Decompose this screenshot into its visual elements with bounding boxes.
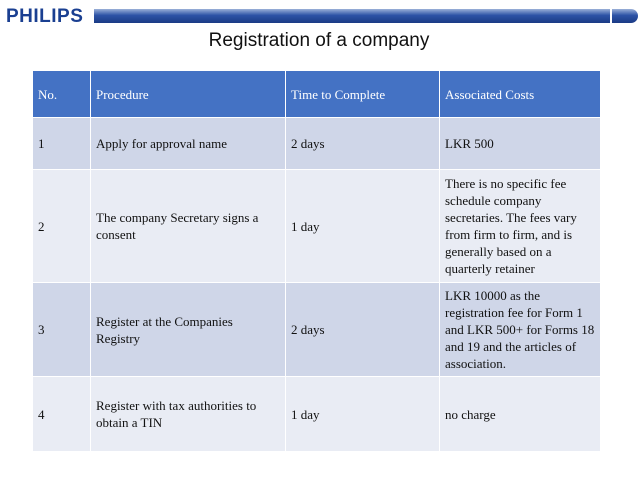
cell-procedure: The company Secretary signs a consent	[90, 169, 286, 283]
cell-no: 2	[32, 169, 91, 283]
header-bar: PHILIPS	[0, 0, 638, 30]
table-row: 1 Apply for approval name 2 days LKR 500	[32, 117, 601, 170]
column-header-no: No.	[32, 70, 91, 118]
table-row: 2 The company Secretary signs a consent …	[32, 169, 601, 283]
philips-logo: PHILIPS	[6, 6, 84, 27]
table-row: 4 Register with tax authorities to obtai…	[32, 376, 601, 452]
column-header-costs: Associated Costs	[439, 70, 601, 118]
column-header-time: Time to Complete	[285, 70, 440, 118]
table-row: 3 Register at the Companies Registry 2 d…	[32, 282, 601, 377]
cell-no: 3	[32, 282, 91, 377]
header-stripe	[94, 9, 610, 23]
cell-cost: LKR 10000 as the registration fee for Fo…	[439, 282, 601, 377]
cell-cost: no charge	[439, 376, 601, 452]
cell-cost: LKR 500	[439, 117, 601, 170]
cell-time: 2 days	[285, 117, 440, 170]
cell-cost: There is no specific fee schedule compan…	[439, 169, 601, 283]
cell-time: 1 day	[285, 376, 440, 452]
registration-table: No. Procedure Time to Complete Associate…	[32, 70, 601, 452]
column-header-procedure: Procedure	[90, 70, 286, 118]
page-title: Registration of a company	[208, 30, 430, 51]
cell-time: 2 days	[285, 282, 440, 377]
cell-no: 4	[32, 376, 91, 452]
cell-procedure: Register with tax authorities to obtain …	[90, 376, 286, 452]
cell-no: 1	[32, 117, 91, 170]
header-stripe-end	[612, 9, 638, 23]
cell-procedure: Apply for approval name	[90, 117, 286, 170]
cell-time: 1 day	[285, 169, 440, 283]
cell-procedure: Register at the Companies Registry	[90, 282, 286, 377]
table-header-row: No. Procedure Time to Complete Associate…	[32, 70, 601, 118]
